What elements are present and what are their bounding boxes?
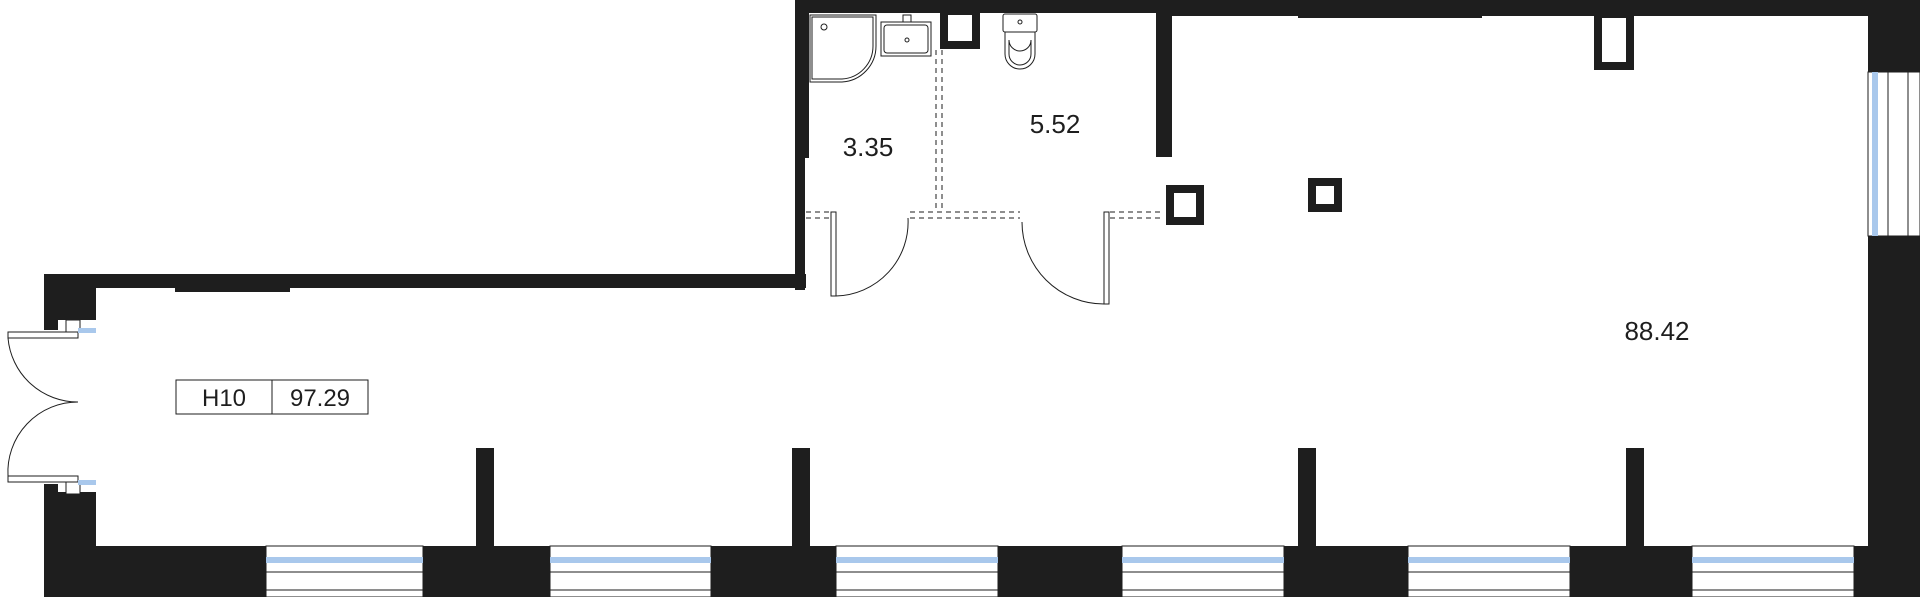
corridor-top-wall	[44, 274, 806, 288]
column-hall	[1308, 178, 1342, 212]
window-bottom-5	[1407, 545, 1571, 597]
dashed-partitions	[910, 50, 1020, 219]
unit-total-area: 97.29	[290, 385, 350, 412]
shaft-top	[1594, 10, 1634, 70]
bottom-pier-3	[711, 546, 836, 597]
window-bottom-4	[1121, 545, 1285, 597]
bottom-pier-1	[44, 546, 266, 597]
doors	[7, 211, 1160, 495]
shafts	[940, 7, 1634, 225]
unit-tag: H10 97.29	[175, 379, 369, 415]
stub-wall-2	[792, 448, 810, 548]
room-area-hall: 88.42	[1624, 316, 1689, 346]
room-area-wc: 5.52	[1030, 109, 1081, 139]
window-bottom-1	[265, 545, 424, 597]
bath-left-wall	[795, 0, 809, 158]
window-bottom-2	[549, 545, 712, 597]
window-right	[1867, 71, 1920, 237]
wc-hall-partition	[1156, 13, 1172, 157]
stub-wall-1	[476, 448, 494, 548]
unit-id: H10	[202, 385, 246, 412]
shower-tray-icon	[809, 14, 877, 83]
right-wall-bottom	[1868, 236, 1920, 597]
stub-wall-3	[1298, 448, 1316, 548]
shaft-bath	[940, 7, 980, 49]
walls	[44, 0, 1920, 597]
top-wall-bathrooms	[796, 0, 1172, 13]
bottom-pier-2	[423, 546, 550, 597]
shower-door	[806, 211, 909, 297]
right-wall-top	[1868, 0, 1920, 72]
window-bottom-3	[835, 545, 999, 597]
room-area-shower: 3.35	[843, 132, 894, 162]
entrance-double-door	[7, 319, 96, 495]
bottom-pier-7	[1854, 546, 1920, 597]
column-right-of-wc	[1166, 185, 1204, 225]
wc-door	[1021, 211, 1160, 305]
bottom-pier-5	[1284, 546, 1408, 597]
toilet-icon	[1002, 13, 1038, 70]
stub-wall-4	[1626, 448, 1644, 548]
left-wall-upper-pier	[44, 274, 96, 320]
window-bottom-6	[1691, 545, 1855, 597]
top-wall-right	[1160, 0, 1870, 16]
sink-icon	[880, 14, 932, 57]
bottom-pier-4	[998, 546, 1122, 597]
top-wall-thick-segment	[1298, 13, 1482, 18]
fixtures	[809, 13, 1038, 83]
bath-left-wall-lower	[795, 150, 805, 290]
corridor-top-wall-thick	[175, 286, 290, 292]
bottom-pier-6	[1570, 546, 1692, 597]
windows	[265, 71, 1920, 597]
